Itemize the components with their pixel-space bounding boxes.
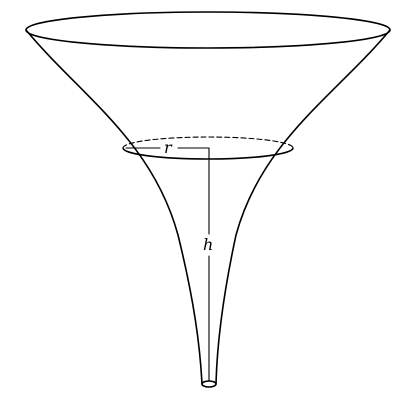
height-label: h xyxy=(203,235,213,254)
funnel-top-rim xyxy=(25,11,391,49)
liquid-surface-back xyxy=(122,136,294,149)
funnel-right-side xyxy=(215,29,391,385)
funnel-spout-opening xyxy=(201,380,217,388)
liquid-surface-front xyxy=(122,147,294,160)
radius-label: r xyxy=(164,138,173,157)
funnel-left-side xyxy=(25,29,203,385)
